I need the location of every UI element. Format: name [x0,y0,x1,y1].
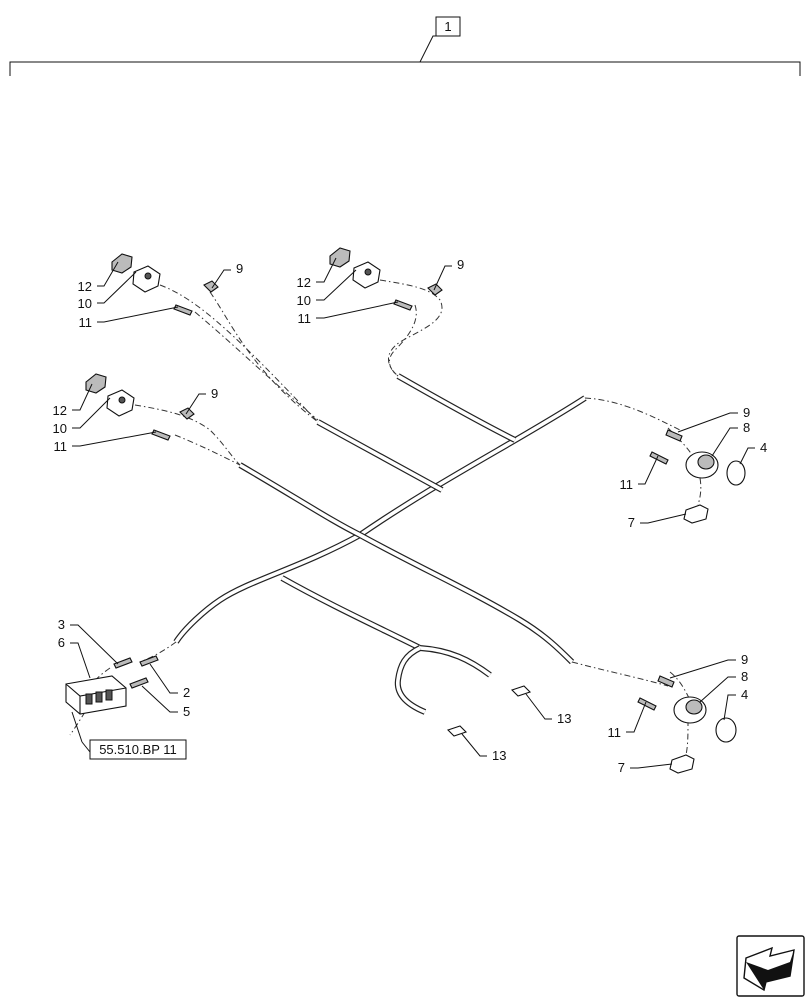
reference-text[interactable]: 55.510.BP 11 [99,742,177,757]
assembly-number: 1 [444,19,451,34]
callout-12: 12 [53,403,67,418]
seal-5-icon [129,677,149,689]
callout-13: 13 [492,748,506,763]
callout-7: 7 [618,760,625,775]
ring-4-icon [726,460,746,486]
callout-12: 12 [297,275,311,290]
callout-6: 6 [58,635,65,650]
callout-3: 3 [58,617,65,632]
callout-2: 2 [183,685,190,700]
callout-11: 11 [79,315,93,330]
clip-7-icon [683,504,709,524]
reference-link[interactable]: 55.510.BP 11 [81,739,187,760]
callout-13: 13 [557,711,571,726]
next-page-arrow-icon[interactable] [736,935,805,997]
round-connector-lower-right [637,675,737,774]
terminal-9-icon [427,283,443,296]
seal-11-icon [637,697,657,711]
terminal-13-icon [510,685,532,697]
terminal-9-icon [665,429,683,442]
cap-12-icon [111,253,133,274]
seal-11-icon [393,299,413,311]
item-13-parts [446,685,532,737]
assembly-number-box [435,16,461,37]
terminal-2-icon [139,655,159,667]
callout-7: 7 [628,515,635,530]
callout-12: 12 [78,279,92,294]
callout-labels: 12 10 11 9 12 10 11 9 12 10 11 9 9 8 4 1… [53,257,768,775]
callout-10: 10 [297,293,311,308]
callout-11: 11 [608,725,622,740]
cap-12-icon [329,247,351,268]
seal-11-icon [151,429,171,441]
terminal-9-icon [179,407,195,420]
leader-lines [70,257,755,769]
ring-4-icon [715,717,737,743]
terminal-9-icon [657,675,675,688]
seal-11-icon [649,451,669,465]
callout-9: 9 [236,261,243,276]
cap-12-icon [85,373,107,394]
harness-wires [173,373,587,715]
connector-group-upper-left [111,253,219,316]
callout-4: 4 [760,440,767,455]
callout-9: 9 [457,257,464,272]
terminal-13-icon [446,725,468,737]
connector-group-upper-middle [329,247,443,311]
callout-10: 10 [78,296,92,311]
callout-11: 11 [620,477,634,492]
reference-box[interactable] [89,739,187,760]
callout-8: 8 [743,420,750,435]
callout-11: 11 [54,439,68,454]
round-connector-upper-right [649,429,746,524]
callout-10: 10 [53,421,67,436]
connector-group-mid-left [85,373,195,441]
rect-connector-lower-left [65,655,159,715]
seal-11-icon [173,304,193,316]
callout-8: 8 [741,669,748,684]
callout-4: 4 [741,687,748,702]
clip-7-icon [669,754,695,774]
assembly-bracket: 1 [9,16,801,76]
callout-11: 11 [298,311,312,326]
callout-9: 9 [211,386,218,401]
callout-9: 9 [743,405,750,420]
callout-9: 9 [741,652,748,667]
callout-5: 5 [183,704,190,719]
seal-3-icon [113,657,133,669]
